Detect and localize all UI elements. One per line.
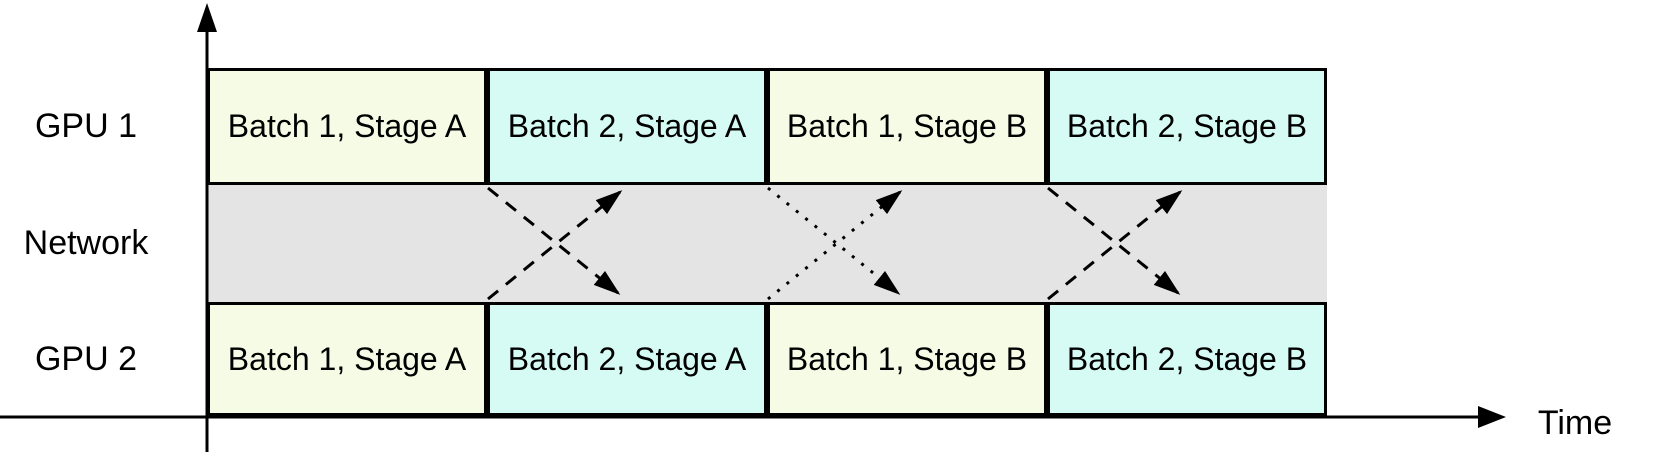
block-gpu1-batch2-stage-b: Batch 2, Stage B [1047,68,1327,185]
block-gpu1-batch1-stage-a: Batch 1, Stage A [207,68,487,185]
y-axis-arrowhead-icon [197,3,217,32]
block-gpu2-batch2-stage-a: Batch 2, Stage A [487,302,767,416]
block-gpu2-batch2-stage-b: Batch 2, Stage B [1047,302,1327,416]
block-gpu2-batch1-stage-a: Batch 1, Stage A [207,302,487,416]
network-band [207,185,1327,302]
row-label-gpu2: GPU 2 [34,340,138,378]
block-gpu2-batch1-stage-b: Batch 1, Stage B [767,302,1047,416]
row-label-gpu1: GPU 1 [34,107,138,145]
block-gpu1-batch1-stage-b: Batch 1, Stage B [767,68,1047,185]
block-gpu1-batch2-stage-a: Batch 2, Stage A [487,68,767,185]
x-axis-label: Time [1537,404,1613,442]
x-axis-arrowhead-icon [1478,406,1506,428]
row-label-network: Network [23,224,149,262]
